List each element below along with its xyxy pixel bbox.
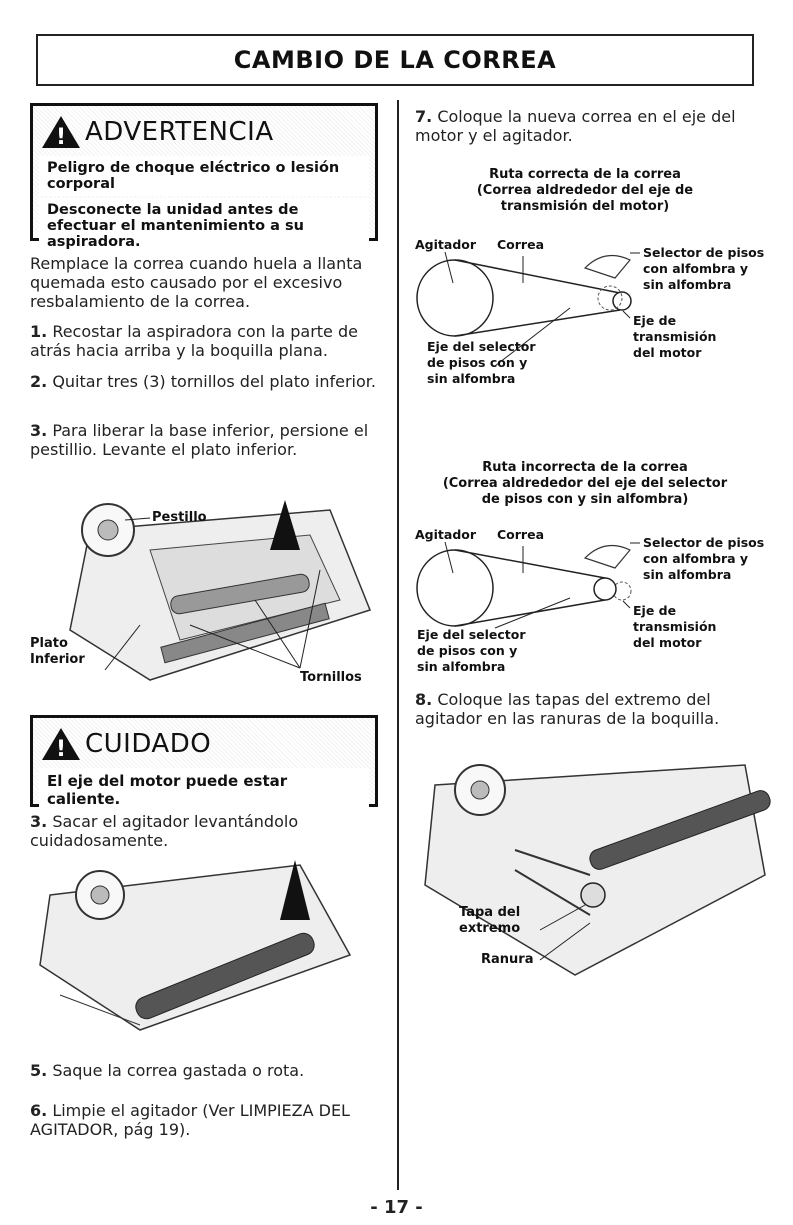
motor-shaft-label-2a: Eje de: [633, 603, 677, 618]
step-2-text: Quitar tres (3) tornillos del plato infe…: [52, 372, 376, 391]
incorrect-caption-line-1: Ruta incorrecta de la correa: [482, 460, 688, 475]
motor-shaft-label-1c: del motor: [633, 345, 702, 360]
warning-title: ADVERTENCIA: [85, 117, 274, 147]
floor-selector-label-1a: Selector de pisos: [643, 245, 765, 260]
step-2: 2. Quitar tres (3) tornillos del plato i…: [30, 372, 380, 391]
correct-belt-diagram: [416, 251, 640, 367]
plate-label: Plato: [30, 636, 68, 651]
step-7-text: Coloque la nueva correa en el eje del mo…: [415, 107, 736, 145]
step-1: 1. Recostar la aspiradora con la parte d…: [30, 322, 380, 360]
step-7: 7. Coloque la nueva correa en el eje del…: [415, 107, 770, 145]
correct-caption-line-3: transmisión del motor): [500, 199, 670, 214]
step-4-number: 3.: [30, 812, 48, 831]
incorrect-route-diagram: Agitador Correa Selector de pisos con al…: [415, 528, 790, 678]
end-cap-figure: Tapa del extremo Ranura: [415, 755, 775, 980]
step-8-text: Coloque las tapas del extremo del agitad…: [415, 690, 720, 728]
selector-shaft-label-2a: Eje del selector: [417, 627, 526, 642]
floor-selector-label-2a: Selector de pisos: [643, 535, 765, 550]
motor-shaft-label-1a: Eje de: [633, 313, 677, 328]
end-cap-illustration: [424, 764, 771, 976]
belt-label-1: Correa: [497, 237, 545, 252]
vacuum-bottom-illustration: [69, 500, 371, 681]
svg-text:!: !: [56, 737, 66, 762]
intro-paragraph: Remplace la correa cuando huela a llanta…: [30, 254, 363, 311]
warning-box: ! ADVERTENCIA Peligro de choque eléctric…: [30, 103, 378, 254]
correct-route-caption: Ruta correcta de la correa (Correa aldre…: [415, 167, 755, 215]
step-8-number: 8.: [415, 690, 433, 709]
incorrect-route-caption: Ruta incorrecta de la correa (Correa ald…: [415, 460, 755, 508]
floor-selector-label-2b: con alfombra y: [643, 551, 749, 566]
warning-header: ! ADVERTENCIA: [33, 106, 375, 154]
bottom-plate-figure: Pestillo Plato Inferior Tornillos: [30, 490, 390, 690]
floor-selector-label-2c: sin alfombra: [643, 567, 732, 582]
step-5-number: 5.: [30, 1061, 48, 1080]
belt-label-2: Correa: [497, 527, 545, 542]
selector-shaft-label-2c: sin alfombra: [417, 659, 506, 674]
step-3-text: Para liberar la base inferior, persione …: [30, 421, 369, 459]
caution-title: CUIDADO: [85, 729, 212, 759]
end-cap-label-2: extremo: [459, 921, 521, 936]
correct-caption-line-2: (Correa aldrededor del eje de: [476, 183, 694, 198]
warning-triangle-icon: !: [42, 116, 80, 150]
warning-line-1: Peligro de choque eléctrico o lesión cor…: [39, 156, 369, 196]
incorrect-caption-line-2: (Correa aldrededor del eje del selector: [442, 476, 728, 491]
floor-selector-label-1c: sin alfombra: [643, 277, 732, 292]
step-8: 8. Coloque las tapas del extremo del agi…: [415, 690, 770, 728]
correct-caption-line-1: Ruta correcta de la correa: [489, 167, 681, 182]
warning-line-2: Desconecte la unidad antes de efectuar e…: [39, 198, 369, 254]
incorrect-belt-diagram: [416, 541, 640, 629]
inferior-label: Inferior: [30, 652, 85, 667]
incorrect-caption-line-3: de pisos con y sin alfombra): [481, 492, 689, 507]
selector-shaft-label-2b: de pisos con y: [417, 643, 518, 658]
agitator-label-1: Agitador: [415, 237, 477, 252]
step-6-number: 6.: [30, 1101, 48, 1120]
end-cap-label-1: Tapa del: [459, 905, 521, 920]
motor-shaft-label-1b: transmisión: [633, 329, 717, 344]
step-4-text: Sacar el agitador levantándolo cuidadosa…: [30, 812, 299, 850]
caution-box: ! CUIDADO El eje del motor puede estar c…: [30, 715, 378, 812]
motor-shaft-label-2c: del motor: [633, 635, 702, 650]
floor-selector-label-1b: con alfombra y: [643, 261, 749, 276]
selector-shaft-label-1b: de pisos con y: [427, 355, 528, 370]
step-1-text: Recostar la aspiradora con la parte de a…: [30, 322, 358, 360]
step-1-number: 1.: [30, 322, 48, 341]
step-3: 3. Para liberar la base inferior, persio…: [30, 421, 380, 459]
column-divider: [397, 100, 399, 1190]
latch-label: Pestillo: [152, 510, 207, 525]
agitator-removal-illustration: [39, 860, 352, 1031]
svg-text:!: !: [56, 125, 66, 150]
step-5-text: Saque la correa gastada o rota.: [52, 1061, 305, 1080]
section-title: CAMBIO DE LA CORREA: [233, 46, 557, 74]
step-3-number: 3.: [30, 421, 48, 440]
section-title-box: CAMBIO DE LA CORREA: [36, 34, 754, 86]
caution-line-1: El eje del motor puede estar caliente.: [39, 768, 369, 812]
selector-shaft-label-1c: sin alfombra: [427, 371, 516, 386]
correct-route-diagram: Agitador Correa Selector de pisos con al…: [415, 238, 790, 388]
motor-shaft-label-2b: transmisión: [633, 619, 717, 634]
step-4: 3. Sacar el agitador levantándolo cuidad…: [30, 812, 380, 850]
screws-label: Tornillos: [300, 670, 362, 685]
caution-header: ! CUIDADO: [33, 718, 375, 766]
step-2-number: 2.: [30, 372, 48, 391]
page-number: - 17 -: [370, 1197, 423, 1218]
step-5: 5. Saque la correa gastada o rota.: [30, 1061, 380, 1080]
caution-triangle-icon: !: [42, 728, 80, 762]
step-7-number: 7.: [415, 107, 433, 126]
step-6: 6. Limpie el agitador (Ver LIMPIEZA DEL …: [30, 1101, 380, 1139]
slot-label: Ranura: [481, 952, 534, 967]
selector-shaft-label-1a: Eje del selector: [427, 339, 536, 354]
agitator-label-2: Agitador: [415, 527, 477, 542]
agitator-removal-figure: [30, 855, 360, 1040]
step-6-text: Limpie el agitador (Ver LIMPIEZA DEL AGI…: [30, 1101, 350, 1139]
